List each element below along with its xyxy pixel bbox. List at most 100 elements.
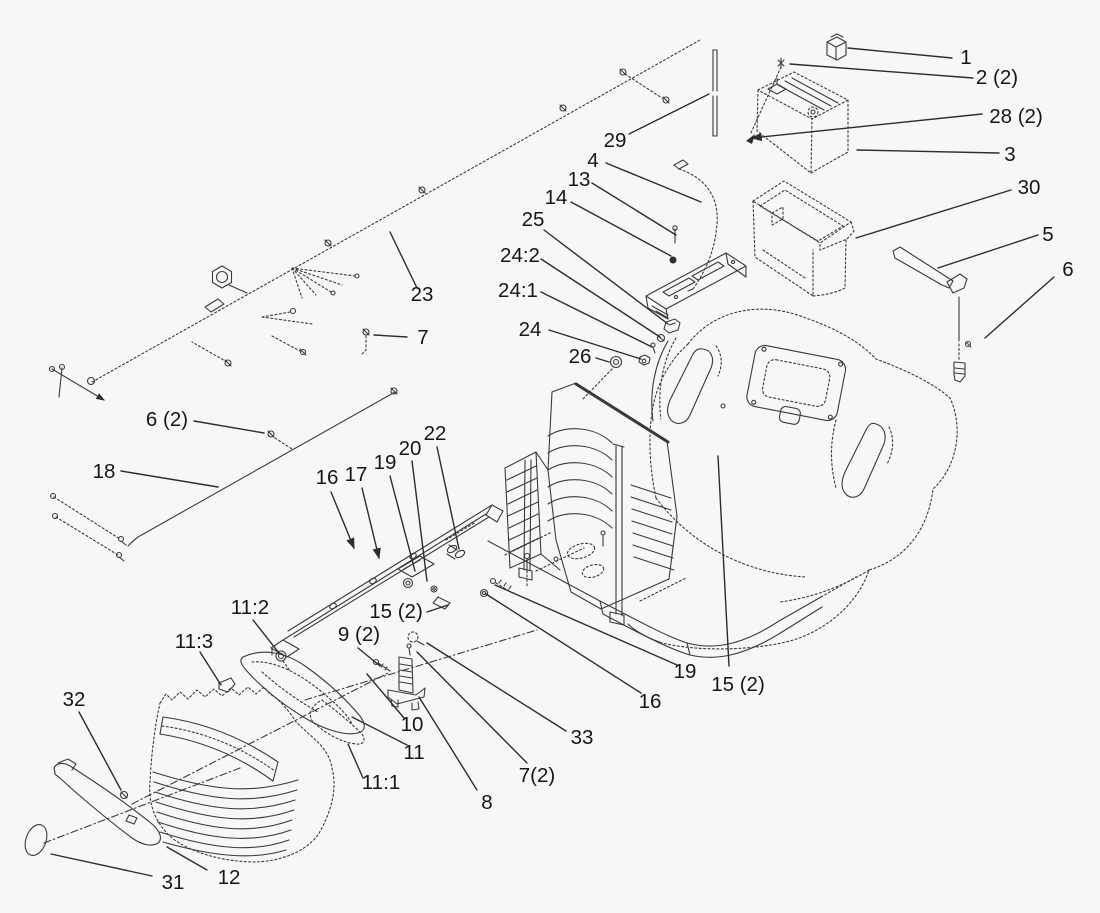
scoop-nut — [275, 650, 291, 672]
bracket-screw-13 — [672, 225, 678, 244]
bolt-9 — [372, 658, 391, 672]
callout-8[interactable]: 8 — [481, 791, 492, 814]
grille-outline — [149, 686, 335, 863]
callout-18[interactable]: 18 — [93, 460, 116, 483]
tray-bracket-drawing — [645, 252, 747, 320]
callout-22[interactable]: 22 — [424, 422, 447, 445]
callout-11-3[interactable]: 11:3 — [175, 630, 213, 653]
callout-29[interactable]: 29 — [604, 129, 627, 152]
callout-3[interactable]: 3 — [1004, 143, 1015, 166]
fender-deck-drawing — [627, 308, 958, 650]
screw-icon — [324, 239, 332, 247]
callout-7-2[interactable]: 7(2) — [519, 764, 555, 787]
leader-13 — [591, 182, 677, 236]
floor-hole — [581, 563, 605, 579]
floor-screw-drawing — [479, 577, 512, 598]
seat-platform — [746, 344, 847, 425]
battery-top — [757, 71, 849, 120]
bumper-clip — [125, 814, 138, 825]
callout-11-1[interactable]: 11:1 — [362, 771, 400, 794]
leader-5 — [937, 234, 1039, 269]
latch-spring — [399, 663, 413, 685]
console-drawing — [504, 382, 678, 610]
battery-cable-drawing — [673, 159, 718, 292]
harness-branches-lower — [191, 311, 313, 363]
hood-latch-drawing — [372, 631, 426, 711]
bracket-nut-14 — [669, 256, 677, 264]
screw-icon — [619, 68, 627, 76]
callout-11[interactable]: 11 — [403, 741, 424, 764]
screw-icon — [289, 307, 297, 315]
washer-19 — [402, 577, 414, 589]
callout-4[interactable]: 4 — [587, 149, 598, 172]
callout-30[interactable]: 30 — [1018, 176, 1041, 199]
callout-14[interactable]: 14 — [545, 186, 568, 209]
screw-icon — [662, 96, 670, 104]
leader-24-1 — [540, 291, 653, 348]
floor-bolt — [600, 530, 606, 547]
callout-6[interactable]: 6 — [1062, 258, 1073, 281]
harness-branches-upper — [291, 267, 356, 299]
wire-end-connector — [953, 361, 966, 383]
callout-32[interactable]: 32 — [63, 688, 86, 711]
leader-31 — [50, 853, 153, 877]
wiring-harness-drawing — [48, 68, 670, 401]
clevis-25 — [663, 318, 681, 334]
screw-icon — [559, 104, 567, 112]
callout-6-2[interactable]: 6 (2) — [146, 408, 188, 431]
callout-9-2[interactable]: 9 (2) — [338, 623, 380, 646]
callout-26[interactable]: 26 — [569, 345, 592, 368]
connector-icon — [204, 298, 225, 313]
leader-11-1 — [347, 743, 364, 779]
leader-24-2 — [540, 258, 661, 338]
callout-24[interactable]: 24 — [519, 318, 542, 341]
leader-14 — [570, 201, 672, 257]
screw-icon — [117, 535, 127, 546]
callout-13[interactable]: 13 — [568, 168, 591, 191]
callout-15-2a[interactable]: 15 (2) — [369, 600, 423, 623]
callout-12[interactable]: 12 — [218, 866, 241, 889]
callout-24-1[interactable]: 24:1 — [498, 279, 538, 302]
harness-branch-line — [624, 73, 663, 99]
callout-24-2[interactable]: 24:2 — [500, 244, 540, 267]
leader-8 — [418, 696, 478, 791]
hold-down-rod-drawing — [712, 49, 718, 137]
callout-20[interactable]: 20 — [399, 437, 422, 460]
callout-16a[interactable]: 16 — [316, 466, 339, 489]
callout-7[interactable]: 7 — [417, 326, 428, 349]
terminal-bolt-drawing — [777, 57, 785, 69]
callout-19a[interactable]: 19 — [374, 451, 397, 474]
floor-hole — [566, 542, 596, 560]
callout-19b[interactable]: 19 — [674, 660, 697, 683]
callout-17[interactable]: 17 — [345, 463, 368, 486]
leader-6-2 — [193, 420, 265, 434]
scoop-tab — [218, 677, 236, 693]
callout-23[interactable]: 23 — [411, 283, 434, 306]
callout-1[interactable]: 1 — [960, 46, 971, 69]
callout-10[interactable]: 10 — [401, 713, 424, 736]
callout-31[interactable]: 31 — [162, 871, 185, 894]
leader-33 — [426, 642, 567, 732]
console-right-louvers — [630, 484, 675, 571]
grille-ribs — [152, 771, 299, 857]
leader-12 — [166, 846, 208, 871]
floor-pan-drawing — [487, 531, 857, 658]
leader-11-2 — [252, 619, 280, 654]
leader-24 — [548, 329, 642, 360]
battery-box-drawing — [752, 180, 855, 297]
leader-4 — [605, 162, 702, 203]
callout-16b[interactable]: 16 — [639, 690, 662, 713]
callout-2-2[interactable]: 2 (2) — [976, 66, 1018, 89]
key-cap-stem — [228, 284, 248, 294]
callout-25[interactable]: 25 — [522, 208, 545, 231]
leader-29 — [628, 93, 710, 135]
callout-11-2[interactable]: 11:2 — [231, 596, 269, 619]
latch-pin — [406, 643, 412, 649]
callout-28-2[interactable]: 28 (2) — [989, 105, 1043, 128]
support-rod-18-drawing — [49, 387, 398, 562]
callout-15-2b[interactable]: 15 (2) — [711, 673, 765, 696]
deck-inner-curve — [655, 497, 807, 578]
callout-5[interactable]: 5 — [1042, 223, 1053, 246]
callout-33[interactable]: 33 — [571, 726, 594, 749]
